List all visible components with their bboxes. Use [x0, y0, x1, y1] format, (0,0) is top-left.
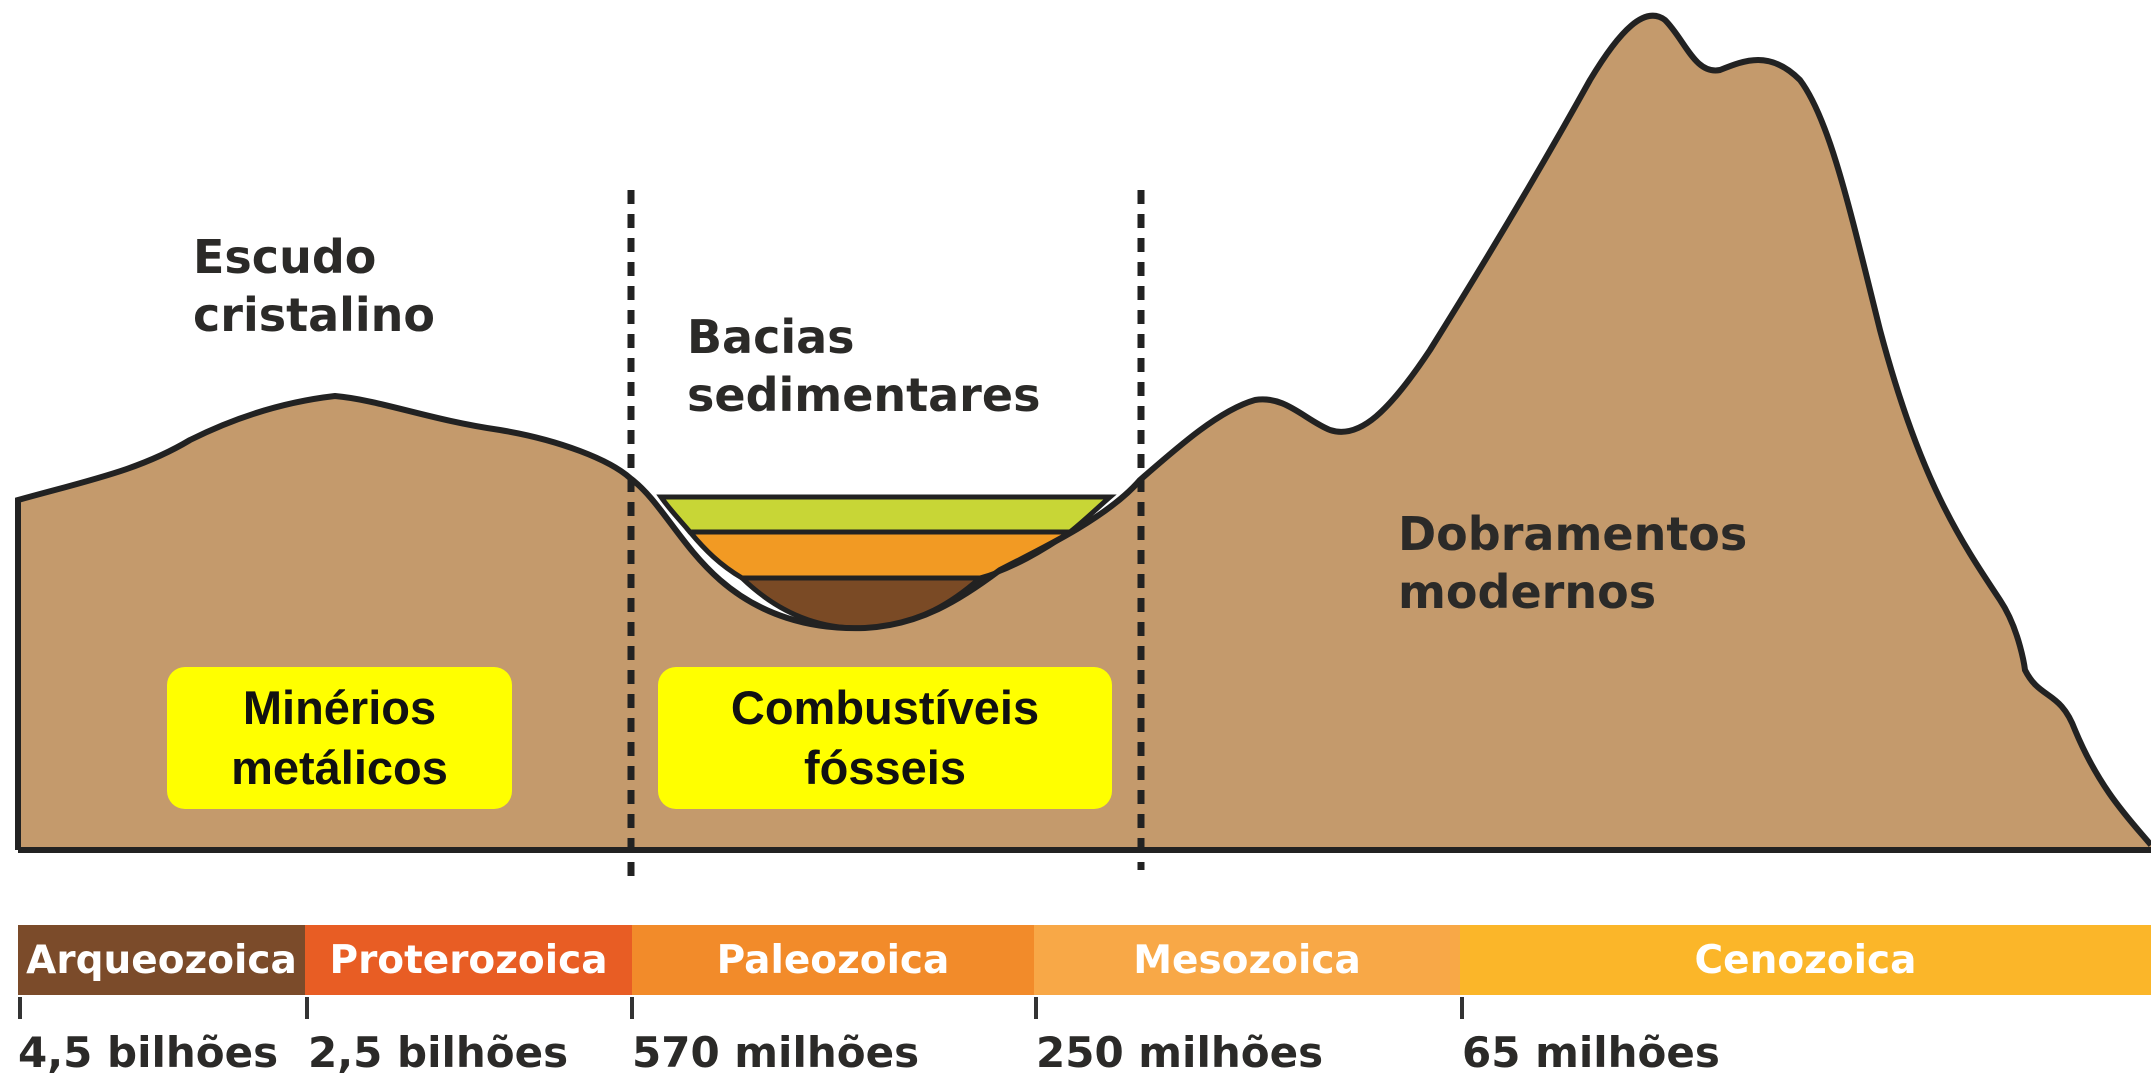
timeline-tick [305, 997, 309, 1019]
timeline-tick [630, 997, 634, 1019]
date-label: 65 milhões [1462, 1028, 1720, 1077]
region-title-shield: Escudo cristalino [193, 230, 436, 342]
era-mesozoica: Mesozoica [1034, 925, 1460, 995]
folds-terrain [1138, 15, 2151, 850]
era-proterozoica: Proterozoica [305, 925, 632, 995]
timeline-tick [1034, 997, 1038, 1019]
era-cenozoica: Cenozoica [1460, 925, 2151, 995]
region-title-folds: Dobramentos modernos [1398, 507, 1748, 619]
region-title-basins: Bacias sedimentares [687, 310, 1041, 422]
date-label: 250 milhões [1036, 1028, 1324, 1077]
date-label: 4,5 bilhões [18, 1028, 279, 1077]
date-label: 2,5 bilhões [308, 1028, 569, 1077]
layer-top [656, 494, 1117, 535]
callout-minerals: Minérios metálicos [167, 667, 512, 809]
era-paleozoica: Paleozoica [632, 925, 1034, 995]
date-label: 570 milhões [632, 1028, 920, 1077]
terrain-outline [15, 12, 2151, 850]
timeline-tick [18, 997, 22, 1019]
timeline-tick [1460, 997, 1464, 1019]
era-arqueozoica: Arqueozoica [18, 925, 305, 995]
callout-fuels: Combustíveis fósseis [658, 667, 1112, 809]
